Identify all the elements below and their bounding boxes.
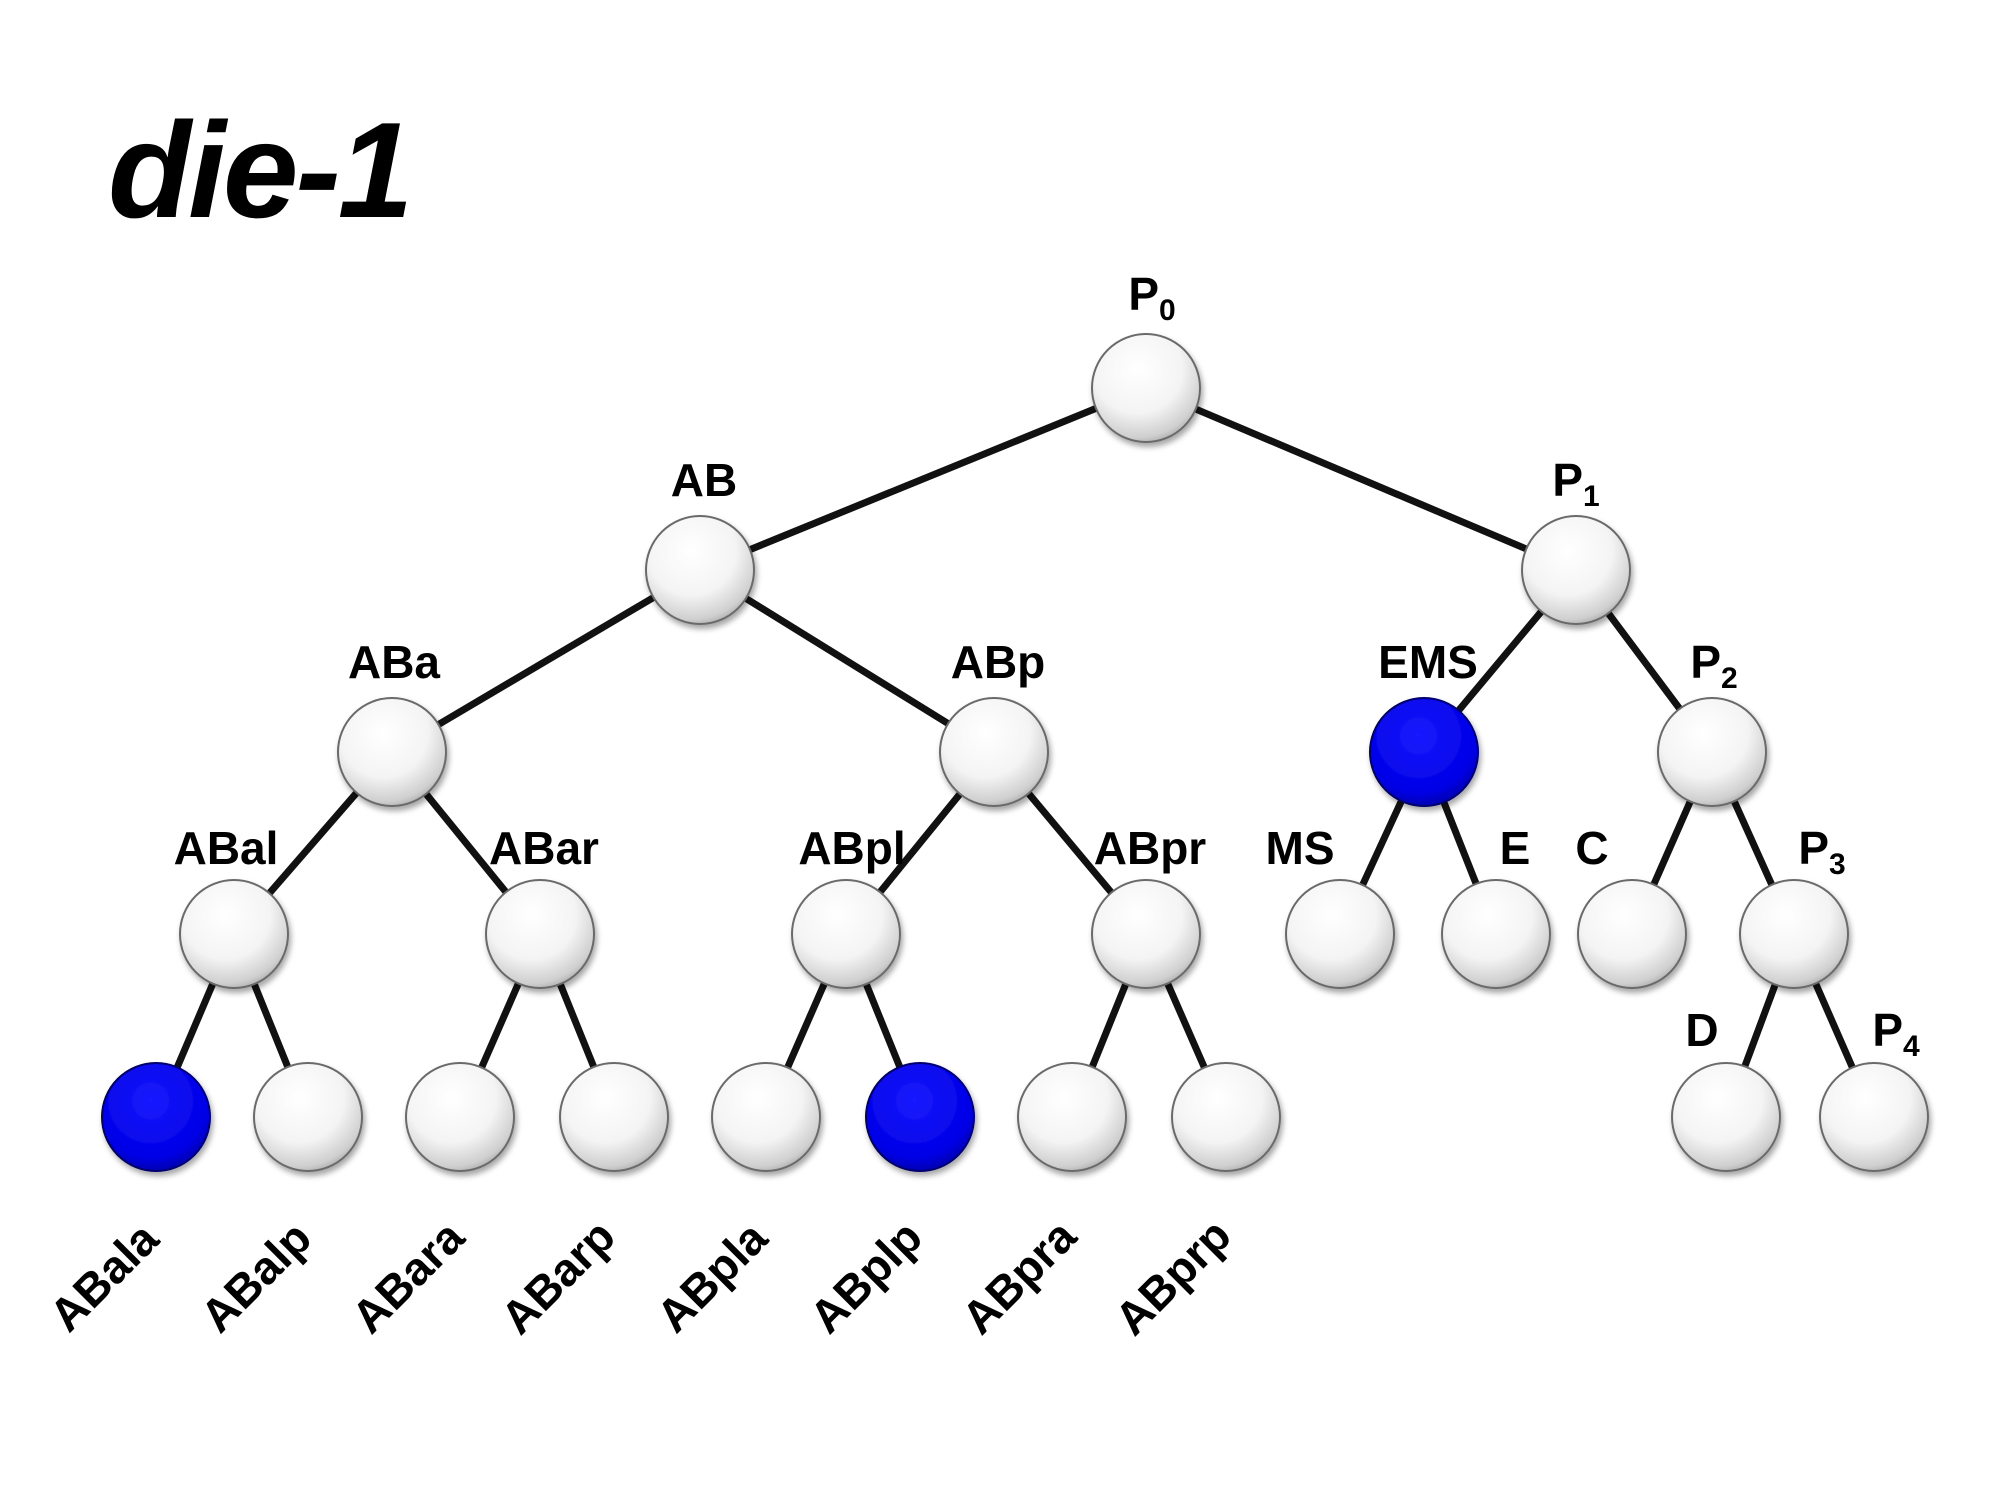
- edge-ab-aba: [436, 594, 656, 728]
- node-layer: [101, 333, 1929, 1172]
- edge-p1-p2: [1605, 611, 1683, 711]
- cell-label-abala: ABala: [39, 1212, 168, 1341]
- cell-node-abpl: [791, 879, 901, 989]
- cell-label-abplp: ABplp: [799, 1210, 932, 1343]
- cell-label-abar: ABar: [489, 822, 599, 874]
- edge-p3-p4: [1812, 982, 1856, 1069]
- cell-label-c: C: [1575, 822, 1608, 874]
- cell-node-abala-highlighted: [101, 1062, 211, 1172]
- edge-abp-abpr: [1025, 791, 1115, 895]
- diagram-title: die-1: [108, 94, 413, 246]
- edge-abpl-abpla: [784, 982, 828, 1069]
- cell-label-ems: EMS: [1378, 636, 1478, 688]
- cell-node-abara: [405, 1062, 515, 1172]
- cell-node-p0: [1091, 333, 1201, 443]
- cell-label-e: E: [1500, 822, 1531, 874]
- edge-abar-abarp: [556, 982, 598, 1069]
- cell-node-aba: [337, 697, 447, 807]
- cell-label-ms: MS: [1266, 822, 1335, 874]
- edge-layer: [173, 405, 1856, 1069]
- cell-node-abpra: [1017, 1062, 1127, 1172]
- edge-ems-e: [1440, 800, 1480, 886]
- edge-ab-abp: [744, 595, 950, 727]
- cell-node-abalp: [253, 1062, 363, 1172]
- edge-abpl-abplp: [862, 982, 904, 1069]
- cell-label-p4: P4: [1872, 1004, 1920, 1063]
- cell-label-abpl: ABpl: [798, 822, 905, 874]
- cell-node-p4: [1819, 1062, 1929, 1172]
- cell-node-c: [1577, 879, 1687, 989]
- cell-label-aba: ABa: [348, 636, 440, 688]
- cell-node-abprp: [1171, 1062, 1281, 1172]
- edge-p2-c: [1650, 800, 1694, 886]
- cell-label-p3: P3: [1798, 822, 1845, 881]
- edge-p0-ab: [748, 405, 1098, 553]
- cell-node-ms: [1285, 879, 1395, 989]
- cell-node-abplp-highlighted: [865, 1062, 975, 1172]
- cell-node-e: [1441, 879, 1551, 989]
- cell-node-abpla: [711, 1062, 821, 1172]
- cell-label-p2: P2: [1690, 636, 1737, 695]
- cell-label-d: D: [1685, 1004, 1718, 1056]
- cell-node-ems-highlighted: [1369, 697, 1479, 807]
- edge-abar-abara: [478, 982, 522, 1069]
- cell-label-abpr: ABpr: [1094, 822, 1207, 874]
- edge-ems-ms: [1359, 799, 1405, 887]
- cell-label-abpra: ABpra: [952, 1209, 1087, 1344]
- edge-p3-d: [1741, 983, 1779, 1068]
- cell-node-d: [1671, 1062, 1781, 1172]
- cell-node-p3: [1739, 879, 1849, 989]
- cell-node-ab: [645, 515, 755, 625]
- edge-aba-abar: [423, 791, 509, 895]
- cell-label-abpla: ABpla: [646, 1211, 777, 1342]
- cell-node-abp: [939, 697, 1049, 807]
- cell-label-abp: ABp: [951, 636, 1046, 688]
- cell-node-p1: [1521, 515, 1631, 625]
- cell-node-abar: [485, 879, 595, 989]
- cell-label-p1: P1: [1552, 454, 1599, 513]
- edge-abp-abpl: [877, 791, 963, 895]
- cell-node-abpr: [1091, 879, 1201, 989]
- cell-label-abarp: ABarp: [491, 1210, 625, 1344]
- edge-abal-abalp: [250, 982, 292, 1069]
- edge-p2-p3: [1730, 799, 1776, 887]
- cell-label-abal: ABal: [174, 822, 279, 874]
- cell-node-abarp: [559, 1062, 669, 1172]
- cell-label-abara: ABara: [341, 1210, 474, 1343]
- cell-node-abal: [179, 879, 289, 989]
- cell-label-abprp: ABprp: [1105, 1209, 1241, 1345]
- edge-p1-ems: [1455, 609, 1545, 713]
- edge-abpr-abpra: [1088, 982, 1130, 1069]
- edge-abal-abala: [173, 982, 217, 1069]
- cell-label-abalp: ABalp: [190, 1211, 321, 1342]
- cell-label-p0: P0: [1128, 268, 1175, 327]
- edge-abpr-abprp: [1164, 982, 1208, 1069]
- edge-aba-abal: [266, 790, 360, 896]
- cell-label-ab: AB: [671, 454, 737, 506]
- cell-node-p2: [1657, 697, 1767, 807]
- edge-p0-p1: [1194, 405, 1528, 553]
